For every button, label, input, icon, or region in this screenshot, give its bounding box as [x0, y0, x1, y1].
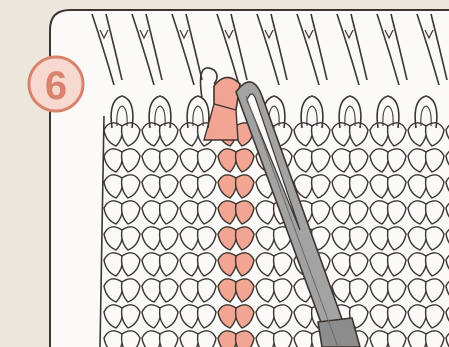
stitch-leg [426, 331, 444, 347]
stitch-leg [122, 331, 140, 347]
stitch-leg [408, 331, 426, 347]
stitch-leg [180, 331, 198, 347]
stitch-leg [198, 331, 216, 347]
stitch-leg [142, 331, 160, 347]
stitch-leg [388, 331, 406, 347]
stitch-leg [218, 331, 236, 347]
stitch-leg [104, 331, 122, 347]
stitch-leg [370, 331, 388, 347]
step-number: 6 [45, 64, 67, 108]
stitch-leg [294, 331, 312, 347]
stitch-leg [256, 331, 274, 347]
stitch-leg [236, 331, 254, 347]
stitch-leg [274, 331, 292, 347]
stitch-leg [160, 331, 178, 347]
circled-number-icon: 6 [29, 57, 83, 111]
